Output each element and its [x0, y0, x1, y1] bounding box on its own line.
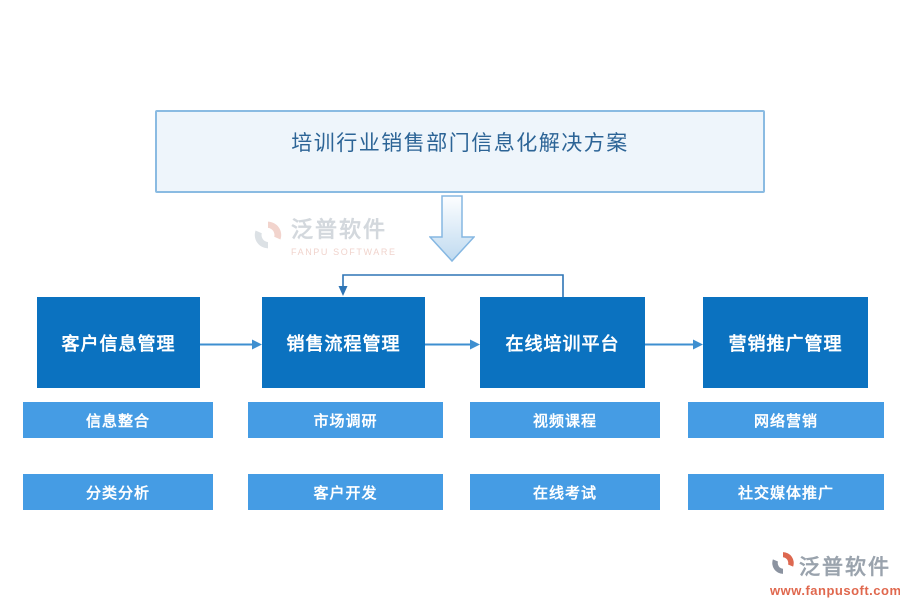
flow-arrow-2 [425, 338, 480, 356]
feedback-connector-line [335, 271, 571, 303]
watermark-brand: 泛普软件 [291, 217, 388, 242]
page-title: 培训行业销售部门信息化解决方案 [291, 131, 629, 155]
watermark-subtitle: FANPU SOFTWARE [291, 247, 397, 257]
fanpu-logo-icon [770, 549, 796, 582]
fanpu-logo-icon [252, 218, 284, 257]
flow-arrow-3 [645, 338, 703, 356]
sub-box-video-courses: 视频课程 [470, 402, 660, 438]
sub-box-online-exam: 在线考试 [470, 474, 660, 510]
footer-logo: 泛普软件 www.fanpusoft.com [770, 549, 900, 598]
sub-box-classification-analysis: 分类分析 [23, 474, 213, 510]
sub-box-info-integration: 信息整合 [23, 402, 213, 438]
main-box-sales-process: 销售流程管理 [262, 297, 425, 388]
main-box-online-training: 在线培训平台 [480, 297, 645, 388]
main-box-customer-info: 客户信息管理 [37, 297, 200, 388]
sub-box-market-research: 市场调研 [248, 402, 443, 438]
down-arrow-icon [428, 195, 476, 268]
footer-brand: 泛普软件 [799, 555, 891, 579]
main-box-marketing-promo: 营销推广管理 [703, 297, 868, 388]
sub-box-customer-development: 客户开发 [248, 474, 443, 510]
footer-website: www.fanpusoft.com [770, 583, 900, 598]
flow-arrow-1 [200, 338, 262, 356]
sub-box-social-media-promo: 社交媒体推广 [688, 474, 884, 510]
watermark-logo: 泛普软件 FANPU SOFTWARE [252, 218, 397, 260]
sub-box-online-marketing: 网络营销 [688, 402, 884, 438]
title-box: 培训行业销售部门信息化解决方案 [155, 110, 765, 193]
